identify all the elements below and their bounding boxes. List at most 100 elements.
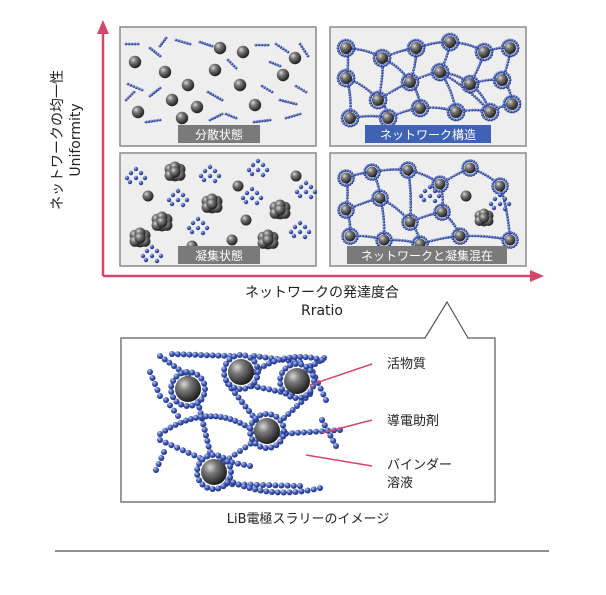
- conductive-bead: [281, 428, 287, 434]
- conductive-bead: [201, 380, 208, 387]
- conductive-bead: [448, 217, 452, 221]
- conductive-bead: [317, 385, 324, 392]
- conductive-bead: [279, 386, 286, 393]
- conductive-bead: [204, 484, 211, 491]
- conductive-bead: [494, 83, 498, 87]
- conductive-bead: [462, 228, 466, 231]
- conductive-bead: [246, 408, 252, 414]
- conductive-bead: [431, 212, 435, 216]
- conductive-bead: [344, 228, 348, 231]
- conductive-bead: [444, 204, 448, 207]
- conductive-bead: [492, 78, 496, 82]
- conductive-bead: [498, 236, 502, 240]
- conductive-bead: [448, 88, 452, 92]
- conductive-bead: [220, 454, 227, 461]
- conductive-bead: [372, 53, 376, 57]
- conductive-bead: [336, 43, 340, 47]
- conductive-bead: [158, 455, 165, 461]
- conductive-bead: [408, 240, 412, 243]
- conductive-bead: [488, 176, 492, 180]
- conductive-bead: [242, 403, 249, 410]
- conductive-bead: [268, 444, 275, 451]
- conductive-bead: [209, 485, 216, 492]
- conductive-bead: [284, 482, 291, 489]
- conductive-bead: [515, 241, 519, 244]
- conductive-bead: [444, 47, 448, 51]
- conductive-bead: [273, 442, 280, 449]
- conductive-bead: [140, 253, 146, 259]
- conductive-bead: [195, 225, 201, 231]
- conductive-bead: [382, 168, 386, 172]
- conductive-bead: [446, 215, 450, 219]
- conductive-bead: [303, 180, 309, 186]
- conductive-bead: [256, 353, 263, 360]
- conductive-bead: [480, 113, 484, 117]
- conductive-bead: [294, 84, 298, 88]
- conductive-bead: [341, 234, 344, 238]
- conductive-bead: [494, 191, 498, 194]
- active-material-particle: [434, 178, 446, 190]
- conductive-bead: [433, 208, 437, 211]
- conductive-bead: [249, 186, 255, 192]
- conductive-bead: [247, 463, 253, 469]
- conductive-bead: [284, 49, 287, 52]
- conductive-bead: [210, 44, 214, 48]
- conductive-bead: [413, 166, 417, 169]
- conductive-bead: [154, 387, 161, 393]
- conductive-bead: [499, 86, 503, 90]
- conductive-bead: [465, 237, 469, 240]
- conductive-bead: [182, 417, 189, 424]
- conductive-bead: [409, 194, 412, 198]
- conductive-bead: [455, 102, 459, 106]
- conductive-bead: [260, 84, 264, 88]
- conductive-bead: [501, 86, 505, 90]
- conductive-bead: [406, 46, 410, 50]
- conductive-bead: [504, 69, 507, 72]
- conductive-bead: [345, 196, 349, 200]
- conductive-bead: [274, 489, 281, 496]
- conductive-bead: [246, 485, 253, 491]
- conductive-bead: [207, 173, 213, 179]
- active-material-particle: [479, 213, 489, 223]
- conductive-bead: [474, 87, 478, 91]
- conductive-bead: [385, 194, 389, 197]
- active-material-particle: [213, 41, 227, 55]
- conductive-bead: [282, 390, 289, 397]
- conductive-bead: [202, 168, 208, 174]
- conductive-bead: [132, 90, 136, 94]
- conductive-bead: [394, 238, 398, 242]
- conductive-bead: [383, 231, 387, 235]
- conductive-bead: [260, 172, 266, 178]
- conductive-bead: [382, 190, 386, 193]
- conductive-bead: [303, 49, 307, 53]
- conductive-bead: [154, 258, 160, 264]
- conductive-bead: [241, 422, 248, 429]
- conductive-bead: [189, 402, 196, 409]
- conductive-bead: [413, 171, 417, 174]
- conductive-bead: [504, 107, 508, 111]
- conductive-bead: [449, 32, 453, 36]
- conductive-bead: [462, 77, 466, 81]
- conductive-bead: [502, 178, 506, 181]
- conductive-bead: [414, 75, 418, 79]
- conductive-bead: [255, 158, 261, 164]
- conductive-bead: [228, 60, 232, 64]
- conductive-bead: [489, 78, 493, 82]
- conductive-bead: [375, 238, 378, 242]
- conductive-bead: [400, 80, 404, 84]
- conductive-bead: [198, 40, 202, 44]
- conductive-bead: [484, 100, 487, 104]
- conductive-bead: [516, 49, 520, 53]
- conductive-bead: [412, 101, 416, 105]
- conductive-bead: [444, 177, 448, 181]
- conductive-bead: [466, 43, 470, 47]
- conductive-bead: [486, 174, 490, 178]
- conductive-bead: [356, 113, 360, 117]
- conductive-bead: [416, 220, 419, 224]
- active-material-particle: [504, 234, 516, 246]
- conductive-bead: [358, 234, 362, 238]
- conductive-bead: [241, 483, 248, 490]
- conductive-bead: [452, 99, 455, 102]
- conductive-bead: [201, 426, 208, 433]
